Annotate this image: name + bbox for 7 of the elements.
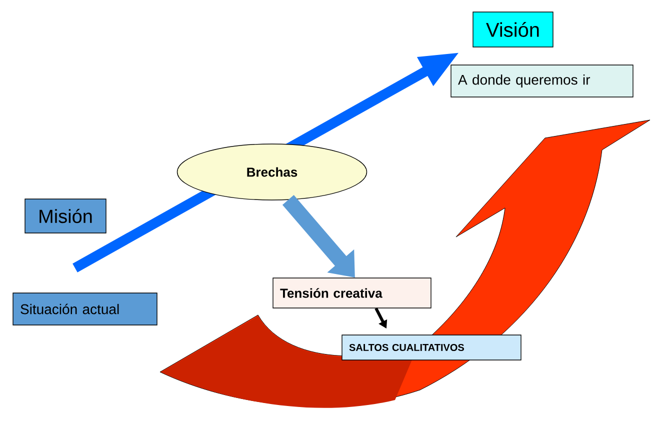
- text-box: Tensión creativa: [272, 278, 432, 308]
- ellipse-node: Brechas: [176, 144, 368, 200]
- text-box: A donde queremos ir: [450, 64, 634, 98]
- title-box: Misión: [24, 198, 106, 234]
- text-box: Situación actual: [12, 292, 158, 326]
- text-box: SALTOS CUALITATIVOS: [342, 334, 522, 360]
- title-box: Visión: [472, 12, 554, 48]
